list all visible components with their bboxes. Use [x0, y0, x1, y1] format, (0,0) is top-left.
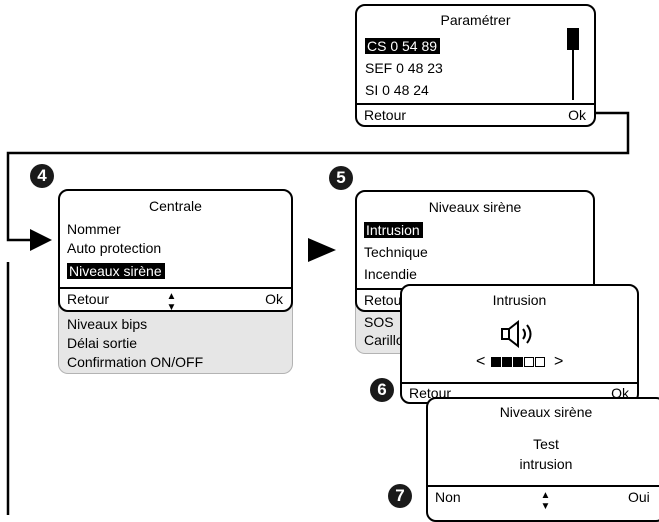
level-segment-filled — [502, 357, 512, 367]
list-item-confirmation[interactable]: Confirmation ON/OFF — [67, 354, 204, 370]
list-item-sos[interactable]: SOS — [364, 314, 394, 330]
speaker-icon — [501, 320, 532, 348]
level-decrease[interactable]: < — [476, 353, 486, 370]
soft-key-back[interactable]: Retour — [364, 292, 407, 308]
divider — [357, 103, 594, 105]
arrow-to-centrale — [30, 229, 52, 251]
list-item-si[interactable]: SI 0 48 24 — [365, 82, 429, 98]
scrollbar-track[interactable] — [572, 28, 574, 100]
scroll-arrows-icon[interactable]: ▲▼ — [540, 490, 551, 512]
arrow-to-niveaux — [308, 238, 336, 262]
level-segment-empty — [535, 357, 545, 367]
soft-key-back[interactable]: Retour — [364, 107, 407, 123]
divider — [402, 382, 637, 384]
list-item-niveaux-bips[interactable]: Niveaux bips — [67, 316, 148, 332]
list-item-intrusion[interactable]: Intrusion — [364, 221, 423, 239]
soft-key-ok[interactable]: Ok — [568, 107, 586, 123]
soft-key-back[interactable]: Retour — [67, 291, 110, 307]
list-item-delai-sortie[interactable]: Délai sortie — [67, 335, 138, 351]
level-segment-filled — [491, 357, 501, 367]
test-line-2: intrusion — [519, 456, 573, 472]
step-5-badge: 5 — [329, 166, 353, 190]
screen-title: Niveaux sirène — [428, 199, 522, 215]
level-segment-filled — [513, 357, 523, 367]
soft-key-yes[interactable]: Oui — [628, 489, 650, 505]
screen-parametrer: Paramétrer CS 0 54 89 SEF 0 48 23 SI 0 4… — [355, 4, 596, 127]
level-increase[interactable]: > — [554, 353, 564, 370]
soft-key-ok[interactable]: Ok — [265, 291, 283, 307]
list-item-carillon[interactable]: Carillon — [364, 332, 412, 348]
step-4-badge: 4 — [30, 164, 54, 188]
level-indicator[interactable] — [491, 357, 545, 367]
scrollbar-thumb[interactable] — [567, 28, 579, 50]
list-item-sef[interactable]: SEF 0 48 23 — [365, 60, 443, 76]
screen-title: Centrale — [149, 198, 202, 214]
list-item-niveaux-sirene[interactable]: Niveaux sirène — [67, 262, 165, 280]
test-line-1: Test — [533, 436, 559, 452]
screen-intrusion: Intrusion < > Retour Ok — [400, 284, 639, 404]
divider — [428, 485, 659, 487]
centrale-more-items: Niveaux bips Délai sortie Confirmation O… — [58, 300, 293, 374]
screen-test-intrusion: Niveaux sirène Test intrusion Non ▲▼ Oui — [426, 397, 659, 522]
level-segment-empty — [524, 357, 534, 367]
scroll-arrows-icon[interactable]: ▲▼ — [166, 291, 177, 312]
soft-key-no[interactable]: Non — [435, 489, 461, 505]
step-6-badge: 6 — [370, 378, 394, 402]
screen-title: Niveaux sirène — [499, 404, 593, 420]
list-item-cs[interactable]: CS 0 54 89 — [365, 37, 441, 55]
list-item-nommer[interactable]: Nommer — [67, 221, 121, 237]
list-item-auto-protection[interactable]: Auto protection — [67, 240, 162, 256]
divider — [60, 287, 291, 289]
list-item-incendie[interactable]: Incendie — [364, 266, 417, 282]
screen-centrale: Centrale Nommer Auto protection Niveaux … — [58, 189, 293, 312]
screen-title: Paramétrer — [440, 12, 511, 28]
list-item-technique[interactable]: Technique — [364, 244, 428, 260]
step-7-badge: 7 — [388, 484, 412, 508]
screen-title: Intrusion — [492, 292, 547, 308]
